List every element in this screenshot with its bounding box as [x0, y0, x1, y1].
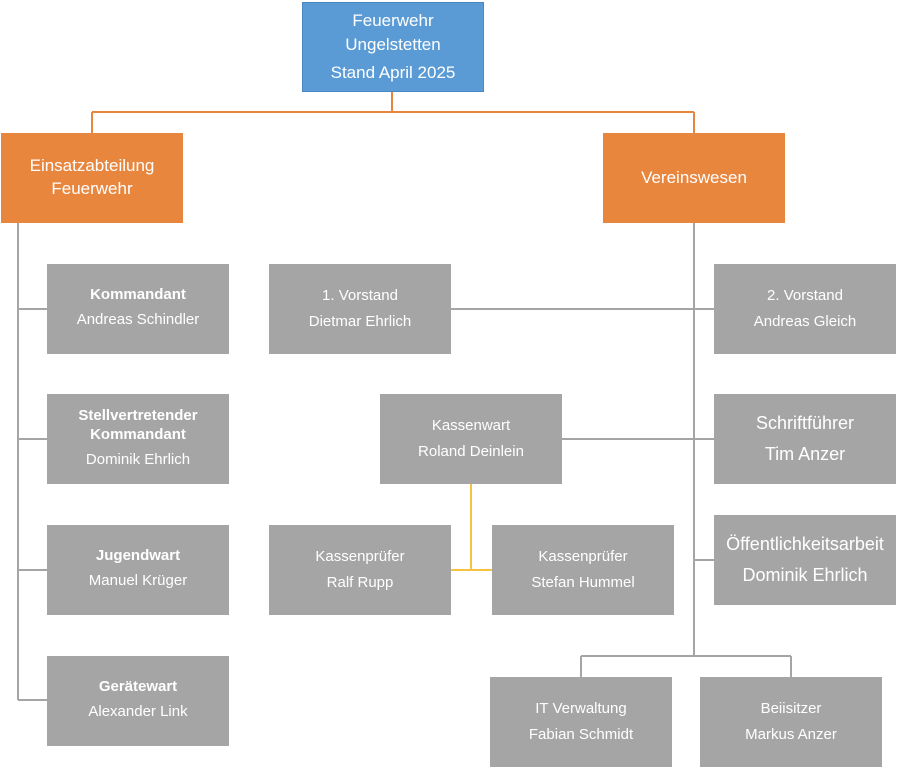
schriftfuehrer-node: Schriftführer Tim Anzer — [714, 394, 896, 484]
kasse-connectors — [451, 484, 492, 571]
kassenpruefer2-node: Kassenprüfer Stefan Hummel — [492, 525, 674, 615]
it-verwaltung-node: IT Verwaltung Fabian Schmidt — [490, 677, 672, 767]
node-title: 2. Vorstand — [767, 286, 843, 304]
verein-label: Vereinswesen — [641, 167, 747, 187]
node-name: Dominik Ehrlich — [85, 450, 191, 468]
node-name: Dominik Ehrlich — [742, 565, 868, 585]
vorstand1-node: 1. Vorstand Dietmar Ehrlich — [269, 264, 451, 354]
node-name: Andreas Schindler — [76, 311, 200, 329]
left-connectors — [17, 223, 47, 701]
kassenpruefer1-node: Kassenprüfer Ralf Rupp — [269, 525, 451, 615]
geraetewart-node: Gerätewart Alexander Link — [47, 656, 229, 746]
node-title: Jugendwart — [95, 547, 181, 565]
right-connectors — [451, 223, 792, 677]
node-name: Ralf Rupp — [326, 574, 394, 591]
root-line2: Ungelstetten — [345, 35, 441, 55]
node-title: Kassenprüfer — [315, 547, 405, 565]
root-line3: Stand April 2025 — [330, 62, 456, 82]
vereinswesen-node: Vereinswesen — [603, 133, 785, 223]
node-name: Stefan Hummel — [531, 574, 635, 591]
node-title: Schriftführer — [755, 413, 855, 434]
root-node: Feuerwehr Ungelstetten Stand April 2025 — [302, 2, 484, 92]
beisitzer-node: Beiisitzer Markus Anzer — [700, 677, 882, 767]
stellvertretender-kommandant-node: Stellvertretender Kommandant Dominik Ehr… — [47, 394, 229, 484]
node-name: Manuel Krüger — [88, 572, 188, 590]
node-title-line1: Stellvertretender — [78, 407, 198, 424]
node-title: Kassenprüfer — [538, 547, 628, 565]
kommandant-node: Kommandant Andreas Schindler — [47, 264, 229, 354]
node-title-line2: Kommandant — [90, 425, 186, 443]
node-title: Kommandant — [90, 286, 186, 304]
node-title: IT Verwaltung — [535, 699, 627, 717]
node-title: Gerätewart — [98, 678, 178, 696]
oeffentlichkeitsarbeit-node: Öffentlichkeitsarbeit Dominik Ehrlich — [714, 515, 896, 605]
node-name: Tim Anzer — [764, 444, 846, 464]
einsatz-line1: Einsatzabteilung — [29, 156, 155, 176]
top-connectors — [91, 92, 695, 133]
node-name: Fabian Schmidt — [528, 726, 634, 743]
node-title: 1. Vorstand — [322, 286, 398, 304]
node-name: Markus Anzer — [745, 726, 837, 743]
node-name: Roland Deinlein — [418, 443, 524, 460]
kassenwart-node: Kassenwart Roland Deinlein — [380, 394, 562, 484]
node-title: Öffentlichkeitsarbeit — [726, 534, 884, 555]
node-name: Andreas Gleich — [753, 313, 857, 330]
node-title: Kassenwart — [431, 416, 511, 434]
node-name: Dietmar Ehrlich — [308, 313, 412, 330]
root-line1: Feuerwehr — [352, 11, 434, 31]
einsatzabteilung-node: Einsatzabteilung Feuerwehr — [1, 133, 183, 223]
node-name: Alexander Link — [88, 703, 188, 721]
einsatz-line2: Feuerwehr — [51, 179, 133, 198]
vorstand2-node: 2. Vorstand Andreas Gleich — [714, 264, 896, 354]
jugendwart-node: Jugendwart Manuel Krüger — [47, 525, 229, 615]
node-title: Beiisitzer — [760, 699, 822, 717]
